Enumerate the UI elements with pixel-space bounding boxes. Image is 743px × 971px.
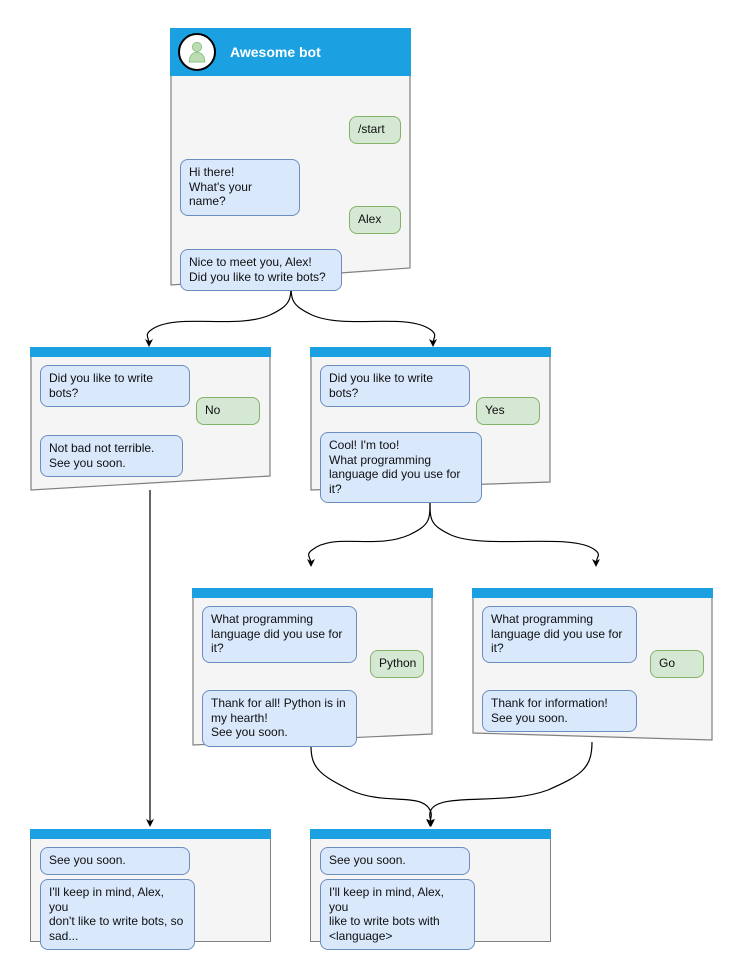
node-python-branch[interactable]: What programming language did you use fo… (192, 588, 433, 747)
bubble-bot-lang-question-python: What programming language did you use fo… (202, 606, 357, 663)
bubble-bot-see-you-happy: See you soon. (320, 847, 470, 875)
node-end-happy-titlebar (310, 829, 551, 839)
edge-go-to-end-happy (426, 741, 593, 827)
bubble-bot-lang-question-go: What programming language did you use fo… (482, 606, 637, 663)
edge-yes-to-go (429, 500, 601, 567)
node-end-happy[interactable]: See you soon. I'll keep in mind, Alex, y… (310, 829, 551, 950)
edge-yes-to-python (306, 500, 431, 567)
bubble-bot-thank-go: Thank for information! See you soon. (482, 690, 637, 732)
bubble-bot-question-yes: Did you like to write bots? (320, 365, 470, 407)
bubble-bot-see-you-sad: See you soon. (40, 847, 190, 875)
node-no-branch[interactable]: Did you like to write bots? No Not bad n… (30, 347, 271, 491)
edge-python-to-end-happy (310, 745, 435, 827)
bubble-bot-thank-python: Thank for all! Python is in my hearth! S… (202, 690, 357, 747)
bubble-user-name: Alex (349, 206, 401, 234)
node-yes-branch-titlebar (310, 347, 551, 357)
node-end-sad-titlebar (30, 829, 271, 839)
bubble-bot-not-bad: Not bad not terrible. See you soon. (40, 435, 183, 477)
bubble-user-yes: Yes (476, 397, 540, 425)
node-go-branch[interactable]: What programming language did you use fo… (472, 588, 713, 746)
node-start-titlebar: Awesome bot (170, 28, 411, 76)
bubble-bot-keep-in-mind-sad: I'll keep in mind, Alex, you don't like … (40, 879, 195, 950)
bubble-user-python: Python (370, 650, 424, 678)
node-yes-branch[interactable]: Did you like to write bots? Yes Cool! I'… (310, 347, 551, 503)
bubble-user-no: No (196, 397, 260, 425)
node-start[interactable]: Awesome bot /start Hi there! What's your… (170, 28, 411, 291)
person-glyph-icon (188, 41, 206, 63)
node-start-title: Awesome bot (230, 44, 321, 60)
bubble-user-start: /start (349, 116, 401, 144)
node-python-branch-titlebar (192, 588, 433, 598)
node-end-sad[interactable]: See you soon. I'll keep in mind, Alex, y… (30, 829, 271, 950)
bubble-bot-keep-in-mind-happy: I'll keep in mind, Alex, you like to wri… (320, 879, 475, 950)
person-avatar-icon (178, 33, 216, 71)
node-no-branch-titlebar (30, 347, 271, 357)
node-go-branch-titlebar (472, 588, 713, 598)
bubble-bot-question-no: Did you like to write bots? (40, 365, 190, 407)
bubble-bot-cool: Cool! I'm too! What programming language… (320, 432, 482, 503)
bubble-bot-greeting: Hi there! What's your name? (180, 159, 300, 216)
bubble-user-go: Go (650, 650, 704, 678)
bubble-bot-nice-to-meet: Nice to meet you, Alex! Did you like to … (180, 249, 342, 291)
